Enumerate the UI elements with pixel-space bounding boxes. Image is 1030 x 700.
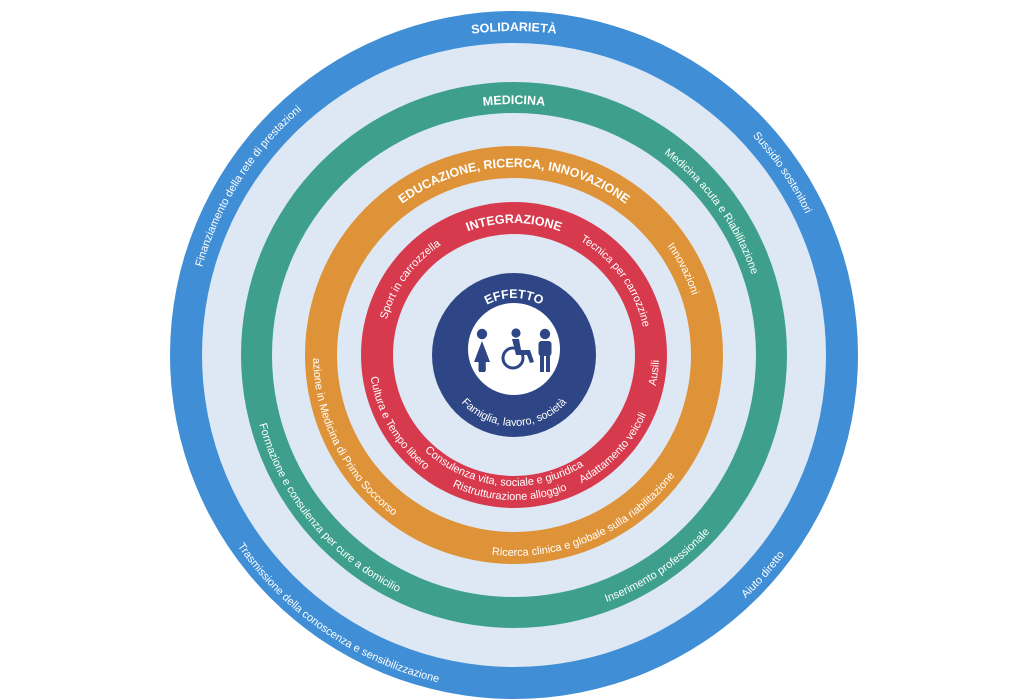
medicina-title: MEDICINA	[482, 93, 546, 109]
wheelchair-icon	[501, 346, 525, 370]
woman-icon	[474, 328, 490, 372]
wheelchair-figure	[511, 328, 534, 363]
solidarieta-title: SOLIDARIETÀ	[471, 20, 558, 37]
effetto-title: EFFETTO	[482, 287, 546, 308]
integrazione-item-ausili: Ausili	[647, 360, 662, 387]
man-icon	[538, 328, 552, 372]
